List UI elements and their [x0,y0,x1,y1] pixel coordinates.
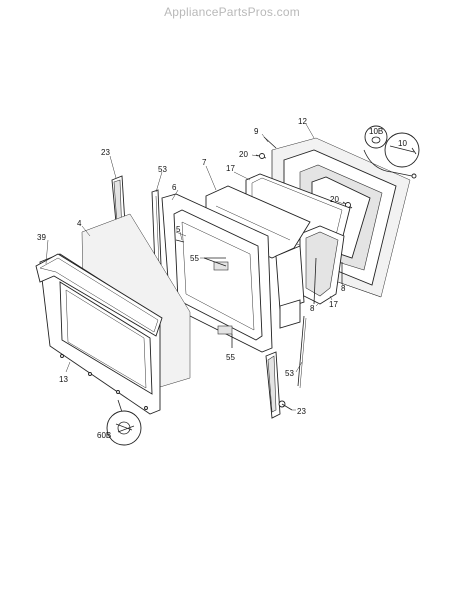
label-part-10b: 10B [369,127,383,136]
screw-inset [363,125,420,179]
label-part-23-lower: 23 [297,407,306,416]
label-part-17-lower: 17 [329,300,338,309]
outer-door-panel [35,253,163,415]
channel-8a [313,257,317,305]
label-part-53-upper: 53 [158,165,167,174]
label-part-4: 4 [77,219,82,228]
label-part-10: 10 [398,139,407,148]
small-screw-20a [255,153,267,159]
hinge-lower [265,351,293,419]
label-part-6: 6 [172,183,177,192]
fasteners-55a [203,257,227,267]
label-part-60b: 60B [97,431,111,440]
label-part-53-lower: 53 [285,369,294,378]
label-part-23-upper: 23 [101,148,110,157]
watermark-text: AppliancePartsPros.com [164,5,300,19]
label-part-13: 13 [59,375,68,384]
leader-lines [45,123,345,411]
fastener-5-leader [175,239,185,243]
gasket-strip-right [297,315,307,389]
label-part-7: 7 [202,158,207,167]
label-part-20-upper: 20 [239,150,248,159]
label-part-9: 9 [254,127,259,136]
label-part-55-lower: 55 [226,353,235,362]
label-part-55-upper: 55 [190,254,199,263]
screw-60b-inset [106,399,142,446]
label-part-12: 12 [298,117,307,126]
label-part-8-left: 8 [310,304,315,313]
label-part-8-right: 8 [341,284,346,293]
label-part-39: 39 [37,233,46,242]
label-part-5: 5 [176,225,181,234]
glass-pack-front [299,225,345,305]
retainer-line [263,136,277,149]
label-part-20-lower: 20 [330,195,339,204]
label-part-17-upper: 17 [226,164,235,173]
